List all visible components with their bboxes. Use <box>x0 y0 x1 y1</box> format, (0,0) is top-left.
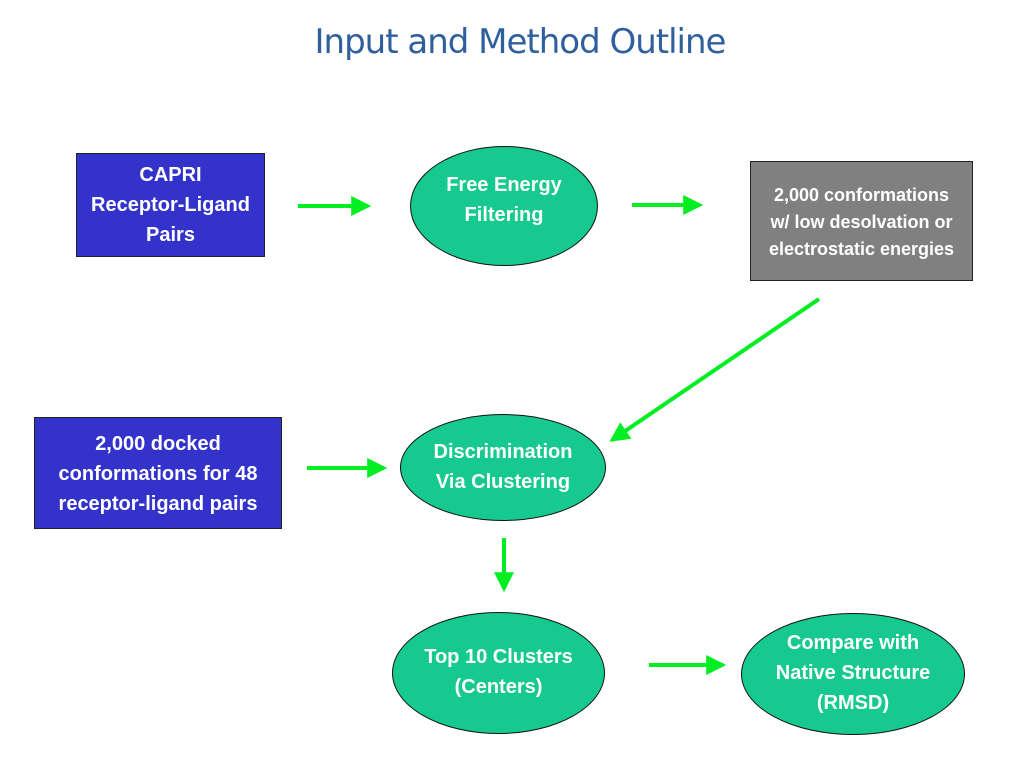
free-energy-filtering-node: Free Energy Filtering <box>410 146 598 266</box>
capri-line: Receptor-Ligand <box>91 194 250 216</box>
low-energy-conformations-box: 2,000 conformations w/ low desolvation o… <box>750 161 973 281</box>
top-10-line: (Centers) <box>454 675 543 698</box>
low-energy-text: 2,000 conformations w/ low desolvation o… <box>769 182 954 263</box>
capri-line: CAPRI <box>139 164 202 186</box>
discrimination-clustering-node: Discrimination Via Clustering <box>400 414 606 521</box>
capri-line: Pairs <box>146 224 195 246</box>
top-10-text: Top 10 Clusters (Centers) <box>424 642 573 702</box>
docked-text: 2,000 docked conformations for 48 recept… <box>59 429 258 519</box>
capri-box: CAPRI Receptor-Ligand Pairs <box>76 153 265 257</box>
compare-line: Compare with <box>786 632 920 654</box>
free-energy-text: Free Energy Filtering <box>446 170 562 230</box>
page-title: Input and Method Outline <box>314 22 727 62</box>
compare-line: Native Structure <box>775 662 931 684</box>
free-energy-line: Filtering <box>464 204 544 226</box>
discrimination-line: Via Clustering <box>435 470 571 493</box>
free-energy-line: Free Energy <box>446 174 562 196</box>
low-energy-line: w/ low desolvation or <box>770 212 953 232</box>
low-energy-line: 2,000 conformations <box>773 185 950 205</box>
compare-native-structure-node: Compare with Native Structure (RMSD) <box>741 613 965 735</box>
compare-text: Compare with Native Structure (RMSD) <box>776 628 931 718</box>
docked-line: 2,000 docked <box>95 433 221 455</box>
capri-text: CAPRI Receptor-Ligand Pairs <box>91 160 250 250</box>
compare-line: (RMSD) <box>816 692 890 714</box>
top-10-line: Top 10 Clusters <box>424 645 573 668</box>
docked-line: conformations for 48 <box>58 463 258 485</box>
docked-conformations-box: 2,000 docked conformations for 48 recept… <box>34 417 282 529</box>
low-energy-line: electrostatic energies <box>768 239 955 259</box>
docked-line: receptor-ligand pairs <box>58 493 258 515</box>
discrimination-text: Discrimination Via Clustering <box>434 437 573 497</box>
arrow-conformations-to-discrimination <box>609 297 821 442</box>
discrimination-line: Discrimination <box>433 440 573 463</box>
top-10-clusters-node: Top 10 Clusters (Centers) <box>392 612 605 734</box>
